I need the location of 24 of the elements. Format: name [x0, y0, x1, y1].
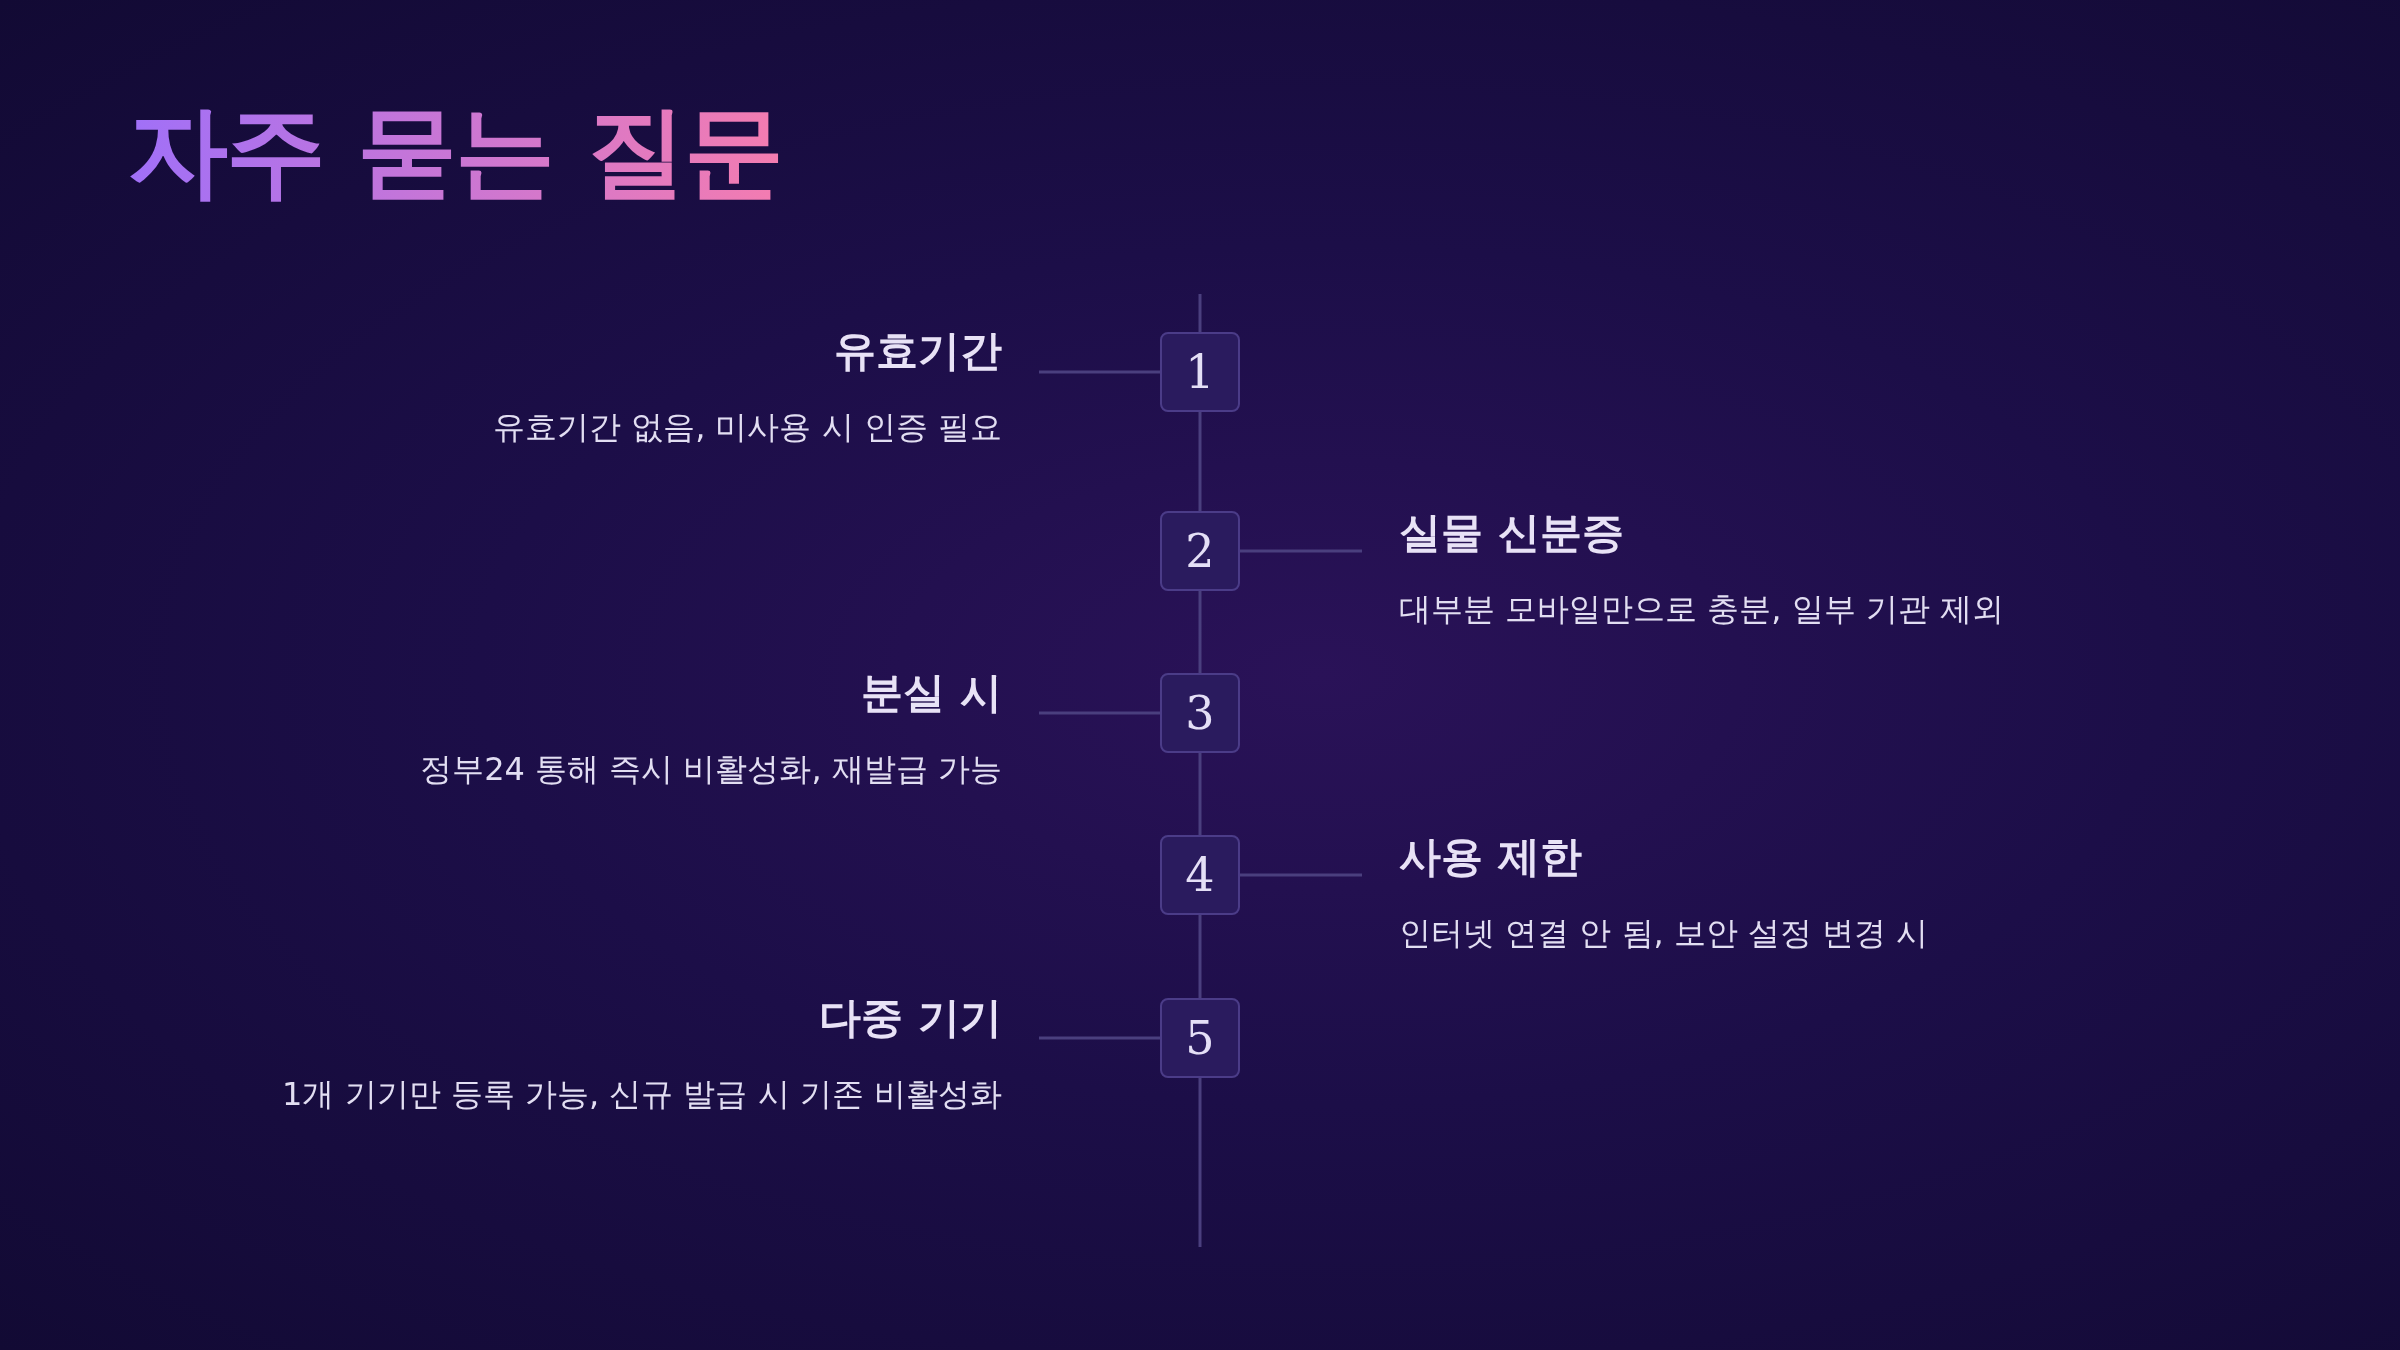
question-heading: 유효기간 — [834, 325, 1002, 377]
answer-text: 인터넷 연결 안 됨, 보안 설정 변경 시 — [1399, 913, 1929, 954]
answer-text: 정부24 통해 즉시 비활성화, 재발급 가능 — [420, 749, 1002, 790]
number-badge: 2 — [1160, 511, 1240, 591]
number-badge: 3 — [1160, 673, 1240, 753]
number-badge: 1 — [1160, 332, 1240, 412]
connector-line — [1240, 873, 1362, 877]
timeline-line — [1198, 591, 1202, 673]
question-heading: 사용 제한 — [1399, 831, 1582, 883]
question-heading: 실물 신분증 — [1399, 507, 1624, 559]
answer-text: 유효기간 없음, 미사용 시 인증 필요 — [492, 407, 1002, 448]
timeline-line — [1198, 915, 1202, 998]
timeline-line — [1198, 412, 1202, 511]
question-heading: 분실 시 — [861, 667, 1002, 719]
connector-line — [1240, 549, 1362, 553]
connector-line — [1039, 370, 1160, 374]
connector-line — [1039, 711, 1160, 715]
number-badge: 5 — [1160, 998, 1240, 1078]
number-badge: 4 — [1160, 835, 1240, 915]
answer-text: 대부분 모바일만으로 충분, 일부 기관 제외 — [1399, 589, 2005, 630]
question-heading: 다중 기기 — [819, 992, 1002, 1044]
timeline-line — [1198, 753, 1202, 835]
answer-text: 1개 기기만 등록 가능, 신규 발급 시 기존 비활성화 — [282, 1074, 1002, 1115]
connector-line — [1039, 1036, 1160, 1040]
